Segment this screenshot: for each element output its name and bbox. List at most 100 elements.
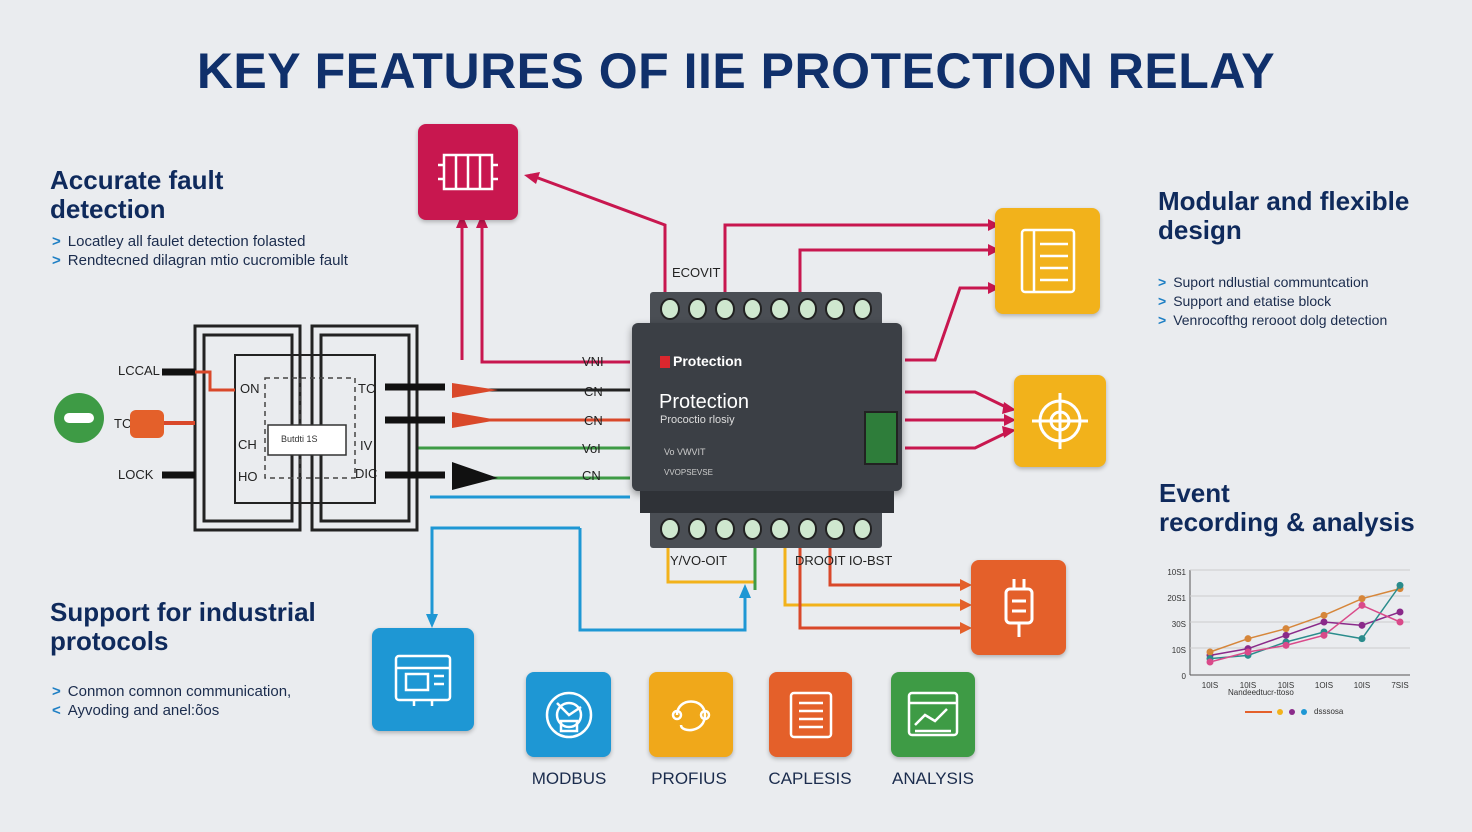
- relay-status-leds: [864, 411, 898, 465]
- protocol-label-modbus: MODBUS: [531, 769, 607, 788]
- arrow-head-9: [1002, 426, 1016, 438]
- list-item: >Venrocofthg rerooot dolg detection: [1158, 312, 1388, 328]
- label-on: ON: [240, 381, 260, 396]
- arrow-head-8: [1004, 414, 1016, 426]
- chart-series-line: [1209, 584, 1401, 660]
- fault-detection-heading: Accurate fault detection: [50, 165, 224, 224]
- label-cn-1: CN: [584, 384, 603, 399]
- list-item: >Support and etatise block: [1158, 293, 1332, 309]
- industrial-protocols-bullets: >Conmon comnon communication, <Ayvoding …: [52, 682, 291, 720]
- chart-point: [1282, 631, 1290, 639]
- chart-x-tick-label: 10IS: [1278, 681, 1294, 690]
- chart-y-tick-label: 20S1: [1167, 594, 1186, 603]
- arrow-head-13: [426, 614, 438, 628]
- wire-magenta-1: [480, 222, 630, 364]
- relay-subtitle: Prococtio rlosiy: [660, 414, 735, 426]
- chart-point: [1396, 618, 1404, 626]
- chart-series-line: [1209, 587, 1401, 653]
- label-ch: CH: [238, 437, 257, 452]
- modular-design-heading: Modular and flexible design: [1158, 186, 1410, 245]
- caplesis-icon: [769, 672, 852, 757]
- chart-point: [1244, 648, 1252, 656]
- chart-x-tick-label: 10IS: [1240, 681, 1256, 690]
- protocol-label-profibus: PROFIUS: [651, 769, 727, 788]
- label-cn-3: CN: [582, 468, 601, 483]
- relay-base: [640, 491, 894, 513]
- label-local: LCCAL: [118, 363, 160, 378]
- chart-x-tick-label: 10IS: [1354, 681, 1370, 690]
- arrow-head-6: [988, 282, 1000, 294]
- document-panel-icon: [995, 208, 1100, 314]
- chart-x-tick-label: 7SIS: [1391, 681, 1408, 690]
- target-icon: [1014, 375, 1106, 467]
- profibus-icon: [649, 672, 733, 757]
- wire-orange-1: [828, 545, 968, 587]
- label-to: TC: [114, 416, 132, 431]
- arrow-head-1: [524, 172, 540, 184]
- list-item: <Ayvoding and anel:õos: [52, 702, 220, 719]
- plug-icon: [971, 560, 1066, 655]
- label-cn-2: CN: [584, 413, 603, 428]
- fault-detection-bullets: >Locatley all faulet detection folasted …: [52, 232, 348, 270]
- label-vnl: VNI: [582, 354, 604, 369]
- label-ho: HO: [238, 469, 258, 484]
- chart-point: [1320, 618, 1328, 626]
- relay-top-terminal-block: [650, 292, 882, 326]
- relay-top-label: ECOVIT: [672, 265, 721, 280]
- label-iv: IV: [360, 438, 373, 453]
- modular-design-bullets: >Suport ndlustial communtcation >Support…: [1158, 273, 1387, 330]
- event-chart: 10S1 20S1 30S 10S 0 10IS 10IS 10IS 1OIS 10IS 7SIS: [1167, 568, 1410, 715]
- modbus-icon: [526, 672, 611, 757]
- plug-connector-icon: [54, 393, 104, 443]
- chart-point: [1282, 641, 1290, 649]
- arrow-head-11: [960, 599, 972, 611]
- chart-point: [1320, 631, 1328, 639]
- chart-point: [1358, 595, 1366, 603]
- schematic-module: [267, 424, 347, 456]
- monitor-display-icon: [372, 628, 474, 731]
- arrow-head-2: [456, 214, 468, 228]
- chart-point: [1396, 581, 1404, 589]
- chart-point: [1244, 635, 1252, 643]
- page-title: KEY FEATURES OF IIE PROTECTION RELAY: [196, 43, 1276, 99]
- arrow-head-14: [739, 584, 751, 598]
- chart-y-tick-label: 0: [1182, 672, 1187, 681]
- chart-x-tick-label: 1OIS: [1315, 681, 1333, 690]
- chart-point: [1206, 658, 1214, 666]
- relay-detail-2: VVOPSEVSE: [664, 468, 713, 477]
- relay-brand: Protection: [660, 353, 742, 369]
- chart-y-tick-label: 10S: [1172, 646, 1186, 655]
- relay-name: Protection: [659, 391, 750, 413]
- chart-point: [1396, 608, 1404, 616]
- orange-terminal-icon: [130, 410, 164, 438]
- analysis-icon: [891, 672, 975, 757]
- relay-bottom-right-label: DROOIT IO-BST: [795, 553, 893, 568]
- list-item: >Locatley all faulet detection folasted: [52, 233, 306, 250]
- chart-legend-text: Nandeedtucr-ttoso: [1228, 688, 1294, 697]
- list-item: >Suport ndlustial communtcation: [1158, 274, 1369, 290]
- schematic-center-frame: [234, 354, 376, 504]
- wire-magenta-2: [529, 173, 667, 300]
- chart-y-tick-label: 10S1: [1167, 568, 1186, 577]
- wire-yellow-2: [783, 545, 968, 607]
- chart-point: [1358, 635, 1366, 643]
- chart-series-line: [1209, 611, 1401, 657]
- label-vol: VoI: [582, 441, 601, 456]
- chart-y-tick-label: 30S: [1172, 620, 1186, 629]
- industrial-protocols-heading: Support for industrial protocols: [50, 597, 316, 656]
- protocol-label-analysis: ANALYSIS: [892, 769, 974, 788]
- chart-point: [1320, 611, 1328, 619]
- chart-x-tick-label: 10IS: [1202, 681, 1218, 690]
- circuit-board-icon: [418, 124, 518, 220]
- list-item: >Rendtecned dilagran mtio cucromible fau…: [52, 252, 348, 269]
- relay-bottom-terminal-block: [650, 510, 882, 548]
- wedge-connector-2: [452, 412, 498, 428]
- wire-magenta-4: [723, 223, 995, 300]
- schematic-dashed-frame: [264, 377, 356, 479]
- arrow-head-10: [960, 579, 972, 591]
- chart-point: [1358, 601, 1366, 609]
- relay-bottom-left-label: Y/VO-OIT: [670, 553, 728, 568]
- wire-magenta-6: [905, 286, 995, 362]
- wire-blue-2: [578, 528, 747, 632]
